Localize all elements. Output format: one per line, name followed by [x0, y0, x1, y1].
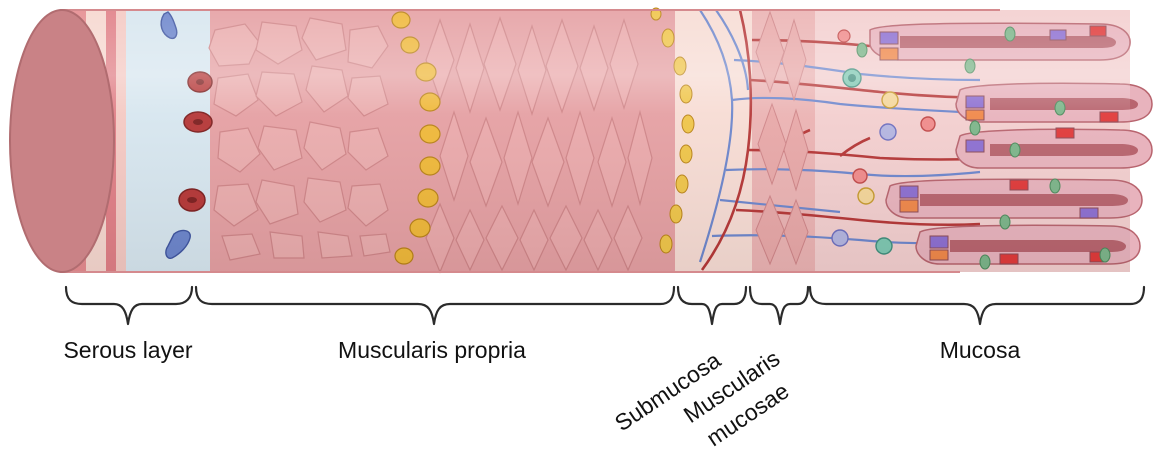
- layer-braces: [66, 287, 1144, 324]
- label-mucosa: Mucosa: [940, 337, 1021, 363]
- label-serous-layer: Serous layer: [63, 337, 192, 363]
- brace-muscularis-mucosae: [750, 287, 808, 324]
- intestine-tube: [60, 8, 1152, 272]
- brace-serous: [66, 287, 192, 324]
- tube-highlight: [60, 10, 1130, 272]
- brace-submucosa: [678, 287, 746, 324]
- brace-muscularis-propria: [196, 287, 674, 324]
- label-muscularis-propria: Muscularis propria: [338, 337, 526, 363]
- brace-mucosa: [810, 287, 1144, 324]
